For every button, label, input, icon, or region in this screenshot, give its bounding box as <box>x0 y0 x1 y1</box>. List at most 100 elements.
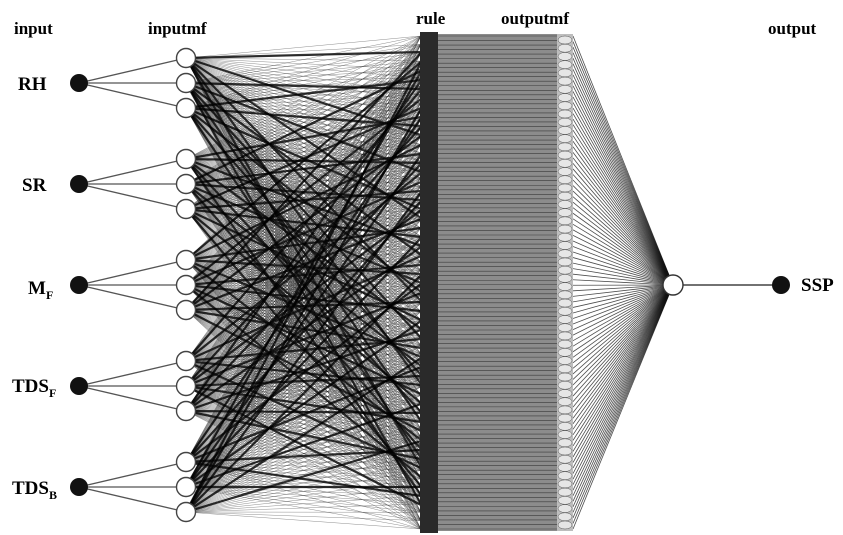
mf-to-rule-wire <box>185 208 422 262</box>
mf-to-rule-wire <box>185 511 422 521</box>
mf-to-rule-wire <box>185 71 422 488</box>
outputmf-node <box>557 249 573 258</box>
outputmf-node <box>557 348 573 357</box>
outputmf-node <box>557 413 573 423</box>
mf-to-rule-wire <box>185 403 422 412</box>
mf-to-rule-wire <box>185 52 422 488</box>
mf-to-rule-wire <box>185 52 422 286</box>
mf-to-rule-wire <box>185 309 422 379</box>
input-to-mf-wire <box>78 360 187 387</box>
mf-to-rule-wire <box>185 107 422 187</box>
mf-to-rule-wire <box>185 274 422 513</box>
mf-to-rule-wire <box>185 35 422 387</box>
outputmf-node <box>557 446 573 456</box>
mf-to-rule-wire <box>185 85 422 311</box>
outputmf-node <box>557 298 573 308</box>
mf-to-rule-wire <box>185 107 422 237</box>
mf-to-rule-wire <box>185 189 422 211</box>
input-to-mf-wires <box>78 57 187 513</box>
mf-to-rule-wire <box>185 98 422 286</box>
mf-to-rule-wire <box>185 44 422 463</box>
output-node <box>772 276 790 294</box>
input-node <box>70 175 88 193</box>
inputmf-node <box>175 350 197 372</box>
mf-to-rule-wire <box>185 309 422 388</box>
outputmf-node <box>557 356 573 365</box>
mf-to-rule-wire <box>185 60 422 109</box>
mf-to-rule-wire <box>185 35 422 185</box>
inputmf-node <box>175 476 197 498</box>
mf-to-rule-wire <box>185 35 422 84</box>
input-to-mf-wire <box>78 183 187 210</box>
mf-to-rule-wire <box>185 208 422 513</box>
outputmf-to-sum-wire <box>572 212 674 286</box>
outputmf-node <box>557 274 573 283</box>
outputmf-to-sum-wire <box>572 118 674 286</box>
input-to-mf-wire <box>78 385 187 412</box>
mf-to-rule-wire <box>185 52 422 362</box>
outputmf-node <box>557 224 573 234</box>
mf-to-rule-wire <box>185 107 422 154</box>
input-label-tdsf: TDSF <box>12 376 56 400</box>
outputmf-to-sum-wire <box>572 284 674 369</box>
outputmf-to-sum-wire <box>572 96 674 286</box>
mf-to-rule-wire <box>185 228 422 513</box>
mf-to-rule-wire <box>185 227 422 311</box>
mf-to-rule-wire <box>185 44 422 59</box>
mf-to-rule-wire <box>185 208 422 421</box>
outputmf-to-sum-wire <box>572 284 674 413</box>
outputmf-to-sum-wire <box>572 284 674 419</box>
outputmf-node <box>557 389 573 398</box>
mf-to-rule-wire <box>185 44 422 109</box>
outputmf-to-sum-wire <box>572 152 674 286</box>
outputmf-to-sum-wire <box>572 284 674 530</box>
mf-to-rule-wire <box>185 44 422 286</box>
outputmf-to-sum-wire <box>572 273 674 286</box>
mf-to-rule-wire <box>185 107 422 312</box>
outputmf-to-sum-wire <box>572 284 674 303</box>
outputmf-node <box>557 405 573 415</box>
mf-to-rule-wire <box>185 44 422 84</box>
mf-to-rule-wire <box>185 44 422 488</box>
mf-to-rule-wire <box>185 107 422 246</box>
mf-to-rule-wire <box>185 107 422 112</box>
outputmf-node <box>557 191 573 201</box>
input-to-mf-wire <box>78 284 187 311</box>
mf-to-rule-wire <box>185 119 422 311</box>
mf-to-rule-wire <box>185 470 422 513</box>
mf-to-rule-wire <box>185 309 422 488</box>
outputmf-to-sum-wire <box>572 124 674 286</box>
mf-to-rule-wire <box>185 236 422 513</box>
outputmf-to-sum-wire <box>572 74 674 286</box>
outputmf-node <box>557 422 573 431</box>
outputmf-node <box>557 159 573 168</box>
header-input: input <box>14 19 53 38</box>
mf-to-rule-wire <box>185 511 422 530</box>
mf-to-rule-wire <box>185 253 422 513</box>
mf-to-rule-wire <box>185 344 422 412</box>
mf-to-rule-wire <box>185 44 422 362</box>
header-rule: rule <box>416 9 446 28</box>
outputmf-to-sum-wire <box>572 284 674 380</box>
outputmf-node <box>557 397 573 406</box>
mf-to-rule-wire <box>185 410 422 429</box>
mf-to-rule-wire <box>185 328 422 513</box>
mf-to-rule-wire <box>185 35 422 488</box>
outputmf-to-sum-wire <box>572 168 674 286</box>
mf-to-rule-wire <box>185 370 422 513</box>
outputmf-node <box>557 200 573 209</box>
header-outputmf: outputmf <box>501 9 569 28</box>
outputmf-node <box>557 85 573 94</box>
mf-to-rule-wire <box>185 107 422 179</box>
inputmf-node <box>175 249 197 271</box>
outputmf-node <box>557 487 573 497</box>
mf-to-rule-wire <box>185 410 422 488</box>
mf-to-rule-wire <box>185 303 422 513</box>
mf-to-rule-wire <box>185 81 422 91</box>
rule-output-band <box>438 34 557 531</box>
outputmf-to-sum-wire <box>572 107 674 286</box>
mf-to-rule-wire <box>185 319 422 412</box>
mf-to-rule-wire <box>185 309 422 471</box>
mf-to-rule-wire <box>185 278 422 311</box>
mf-to-rule-wire <box>185 69 422 311</box>
